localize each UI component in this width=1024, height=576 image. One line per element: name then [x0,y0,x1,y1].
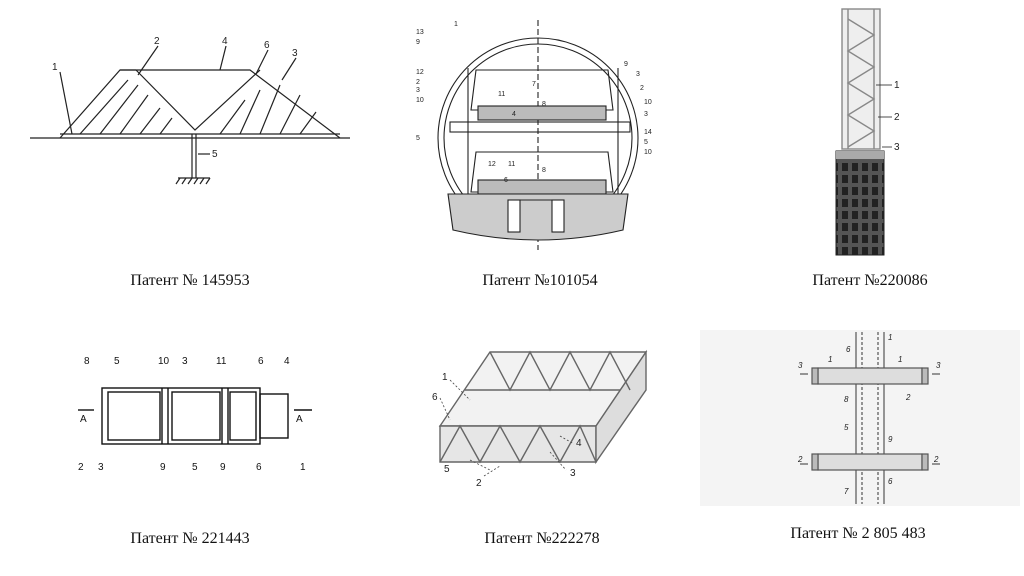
drawing-222278: 1 6 4 5 2 3 [432,349,648,489]
label: 8 [844,395,849,404]
drawing-220086: 1 2 3 [835,8,900,256]
label: 13 [416,29,424,36]
label: 14 [644,129,652,136]
label: 1 [898,355,902,364]
patent-figure-220086: 1 2 3 [820,5,920,260]
label: 8 [84,356,90,367]
label: 2 [933,455,939,464]
label: 8 [542,101,546,108]
label: 4 [576,438,582,449]
label: 5 [212,149,218,160]
label: 7 [532,81,536,88]
label: 5 [644,139,648,146]
label: 6 [256,462,262,473]
drawing-2805483: 1 6 3 3 1 1 2 8 5 9 2 2 7 6 [797,332,941,504]
label: 12 [488,161,496,168]
patent-caption: Патент №220086 [812,272,928,289]
label: 10 [158,356,170,367]
drawing-101054: 1 13 9 12 2 3 10 11 7 8 4 5 12 11 8 6 9 … [416,20,652,250]
label: 2 [640,85,644,92]
label: 4 [284,356,290,367]
label: 1 [52,62,58,73]
label: 9 [888,435,893,444]
patent-caption: Патент №101054 [482,272,598,289]
label: 1 [300,462,306,473]
label: 12 [416,69,424,76]
label: 2 [154,36,160,47]
label: 3 [570,468,576,479]
drawing-145953: 1 2 4 6 3 5 [30,36,350,185]
label: 9 [624,61,628,68]
label: 2 [416,79,420,86]
label: A [80,414,87,425]
label: 10 [644,99,652,106]
patent-caption: Патент №222278 [484,530,600,547]
label: 9 [416,39,420,46]
label: 6 [846,345,851,354]
label: 10 [644,149,652,156]
patent-figure-101054: 1 13 9 12 2 3 10 11 7 8 4 5 12 11 8 6 9 … [408,10,658,260]
label: 3 [98,462,104,473]
label: 1 [454,21,458,28]
patent-figure-145953: 1 2 4 6 3 5 [20,30,360,200]
label: 5 [192,462,198,473]
drawing-221443: 8 5 10 3 11 6 4 A A 2 3 9 5 9 6 1 [78,356,312,473]
label: 3 [416,87,420,94]
label: 6 [432,392,438,403]
label: 5 [114,356,120,367]
patent-caption: Патент № 145953 [130,272,250,289]
label: 3 [936,361,941,370]
patent-caption: Патент № 221443 [130,530,250,547]
patent-figure-222278: 1 6 4 5 2 3 [410,340,660,490]
label: 1 [828,355,832,364]
label: 6 [264,40,270,51]
label: 8 [542,167,546,174]
label: 3 [798,361,803,370]
label: 6 [888,477,893,486]
label: 2 [78,462,84,473]
patent-figure-221443: 8 5 10 3 11 6 4 A A 2 3 9 5 9 6 1 [70,348,320,480]
label: 2 [894,112,900,123]
label: 4 [222,36,228,47]
label: 5 [416,135,420,142]
label: 5 [844,423,849,432]
label: 5 [444,464,450,475]
label: 9 [160,462,166,473]
label: 9 [220,462,226,473]
label: 11 [508,161,515,168]
label: 6 [258,356,264,367]
label: 3 [636,71,640,78]
label: 1 [888,333,892,342]
label: 3 [644,111,648,118]
label: 2 [476,478,482,489]
label: 11 [216,356,227,367]
label: A [296,414,303,425]
label: 2 [797,455,803,464]
label: 11 [498,91,505,98]
label: 3 [182,356,188,367]
label: 7 [844,487,849,496]
label: 1 [894,80,900,91]
patent-figure-2805483: 1 6 3 3 1 1 2 8 5 9 2 2 7 6 [700,330,1020,506]
patent-caption: Патент № 2 805 483 [790,525,926,542]
label: 2 [905,393,911,402]
label: 10 [416,97,424,104]
label: 1 [442,372,448,383]
label: 6 [504,177,508,184]
label: 4 [512,111,516,118]
label: 3 [894,142,900,153]
label: 3 [292,48,298,59]
